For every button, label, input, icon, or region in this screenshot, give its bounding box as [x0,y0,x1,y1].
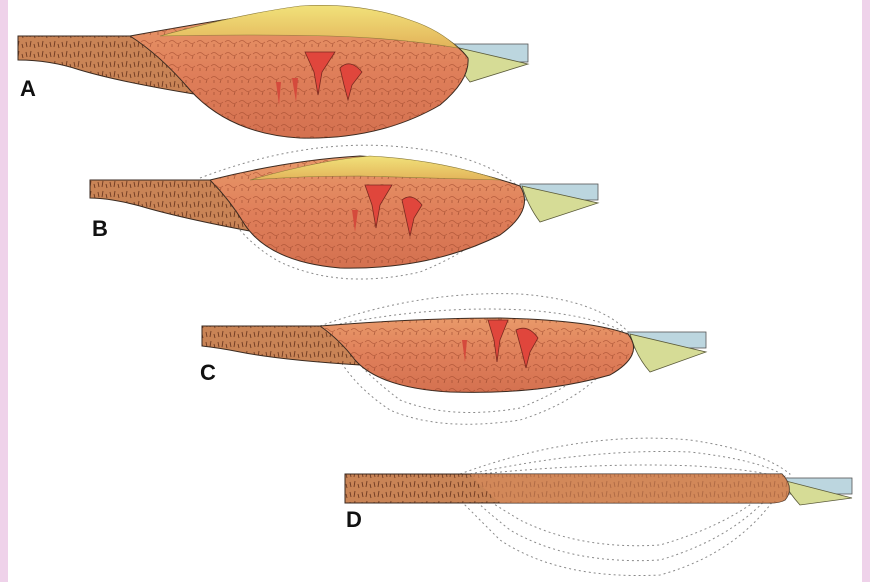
stage-label-b: B [92,216,108,241]
stage-label-c: C [200,360,216,385]
stage-d-mountain-remnant [470,474,789,503]
stage-label-d: D [346,507,362,532]
stage-label-a: A [20,76,36,101]
stage-a-cross-section [18,5,528,138]
stage-c-cross-section [202,294,706,425]
stage-b-cross-section [90,145,598,279]
stage-d-cross-section [345,438,852,575]
stage-d-former-outline-1 [460,438,790,575]
stage-d-former-outline-2 [470,451,785,560]
